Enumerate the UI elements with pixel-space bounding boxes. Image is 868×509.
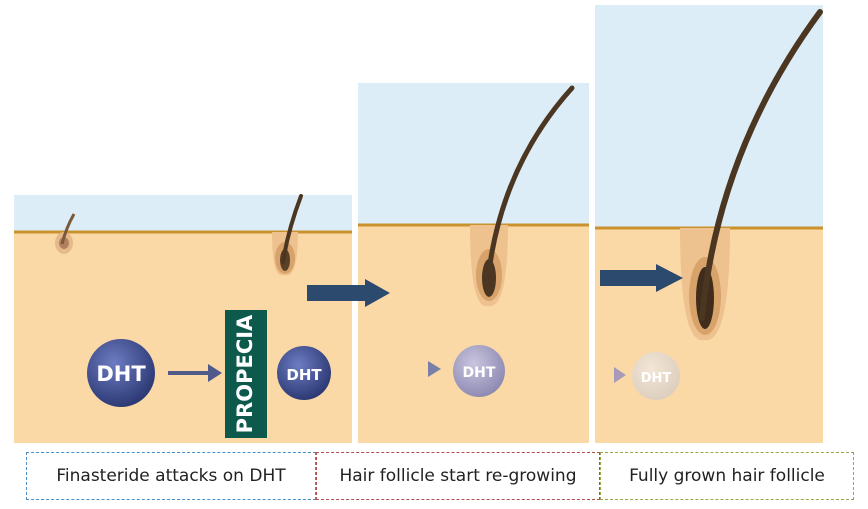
panel-1-small-arrow xyxy=(168,364,222,382)
panel-1: DHT PROPECIA DHT xyxy=(14,194,352,443)
panel-2: DHT xyxy=(358,83,589,443)
dht-faded-molecule: DHT xyxy=(453,345,505,397)
dht-blocked-molecule: DHT xyxy=(277,346,331,400)
panel-3-follicle xyxy=(680,9,823,341)
caption-panel-1: Finasteride attacks on DHT xyxy=(26,452,316,500)
dht-faint-label: DHT xyxy=(641,371,672,386)
propecia-label: PROPECIA xyxy=(233,314,257,433)
dht-faded-label: DHT xyxy=(463,365,496,381)
panel-1-skin xyxy=(14,231,352,443)
panel-1-medium-follicle xyxy=(272,194,303,276)
panel-1-small-follicle xyxy=(55,213,76,254)
transition-arrow-2 xyxy=(600,264,683,292)
dht-molecule: DHT xyxy=(87,339,155,407)
panel-3-small-arrow xyxy=(598,367,626,383)
dht-faint-molecule: DHT xyxy=(632,352,680,400)
caption-panel-2: Hair follicle start re-growing xyxy=(316,452,600,500)
panel-2-small-arrow xyxy=(398,361,441,377)
panel-2-follicle xyxy=(470,85,575,307)
caption-panel-3: Fully grown hair follicle xyxy=(600,452,854,500)
propecia-block: PROPECIA xyxy=(225,310,267,438)
dht-blocked-label: DHT xyxy=(286,366,322,384)
transition-arrow-1 xyxy=(307,279,390,307)
panel-3: DHT xyxy=(595,5,823,443)
dht-label: DHT xyxy=(96,362,146,386)
